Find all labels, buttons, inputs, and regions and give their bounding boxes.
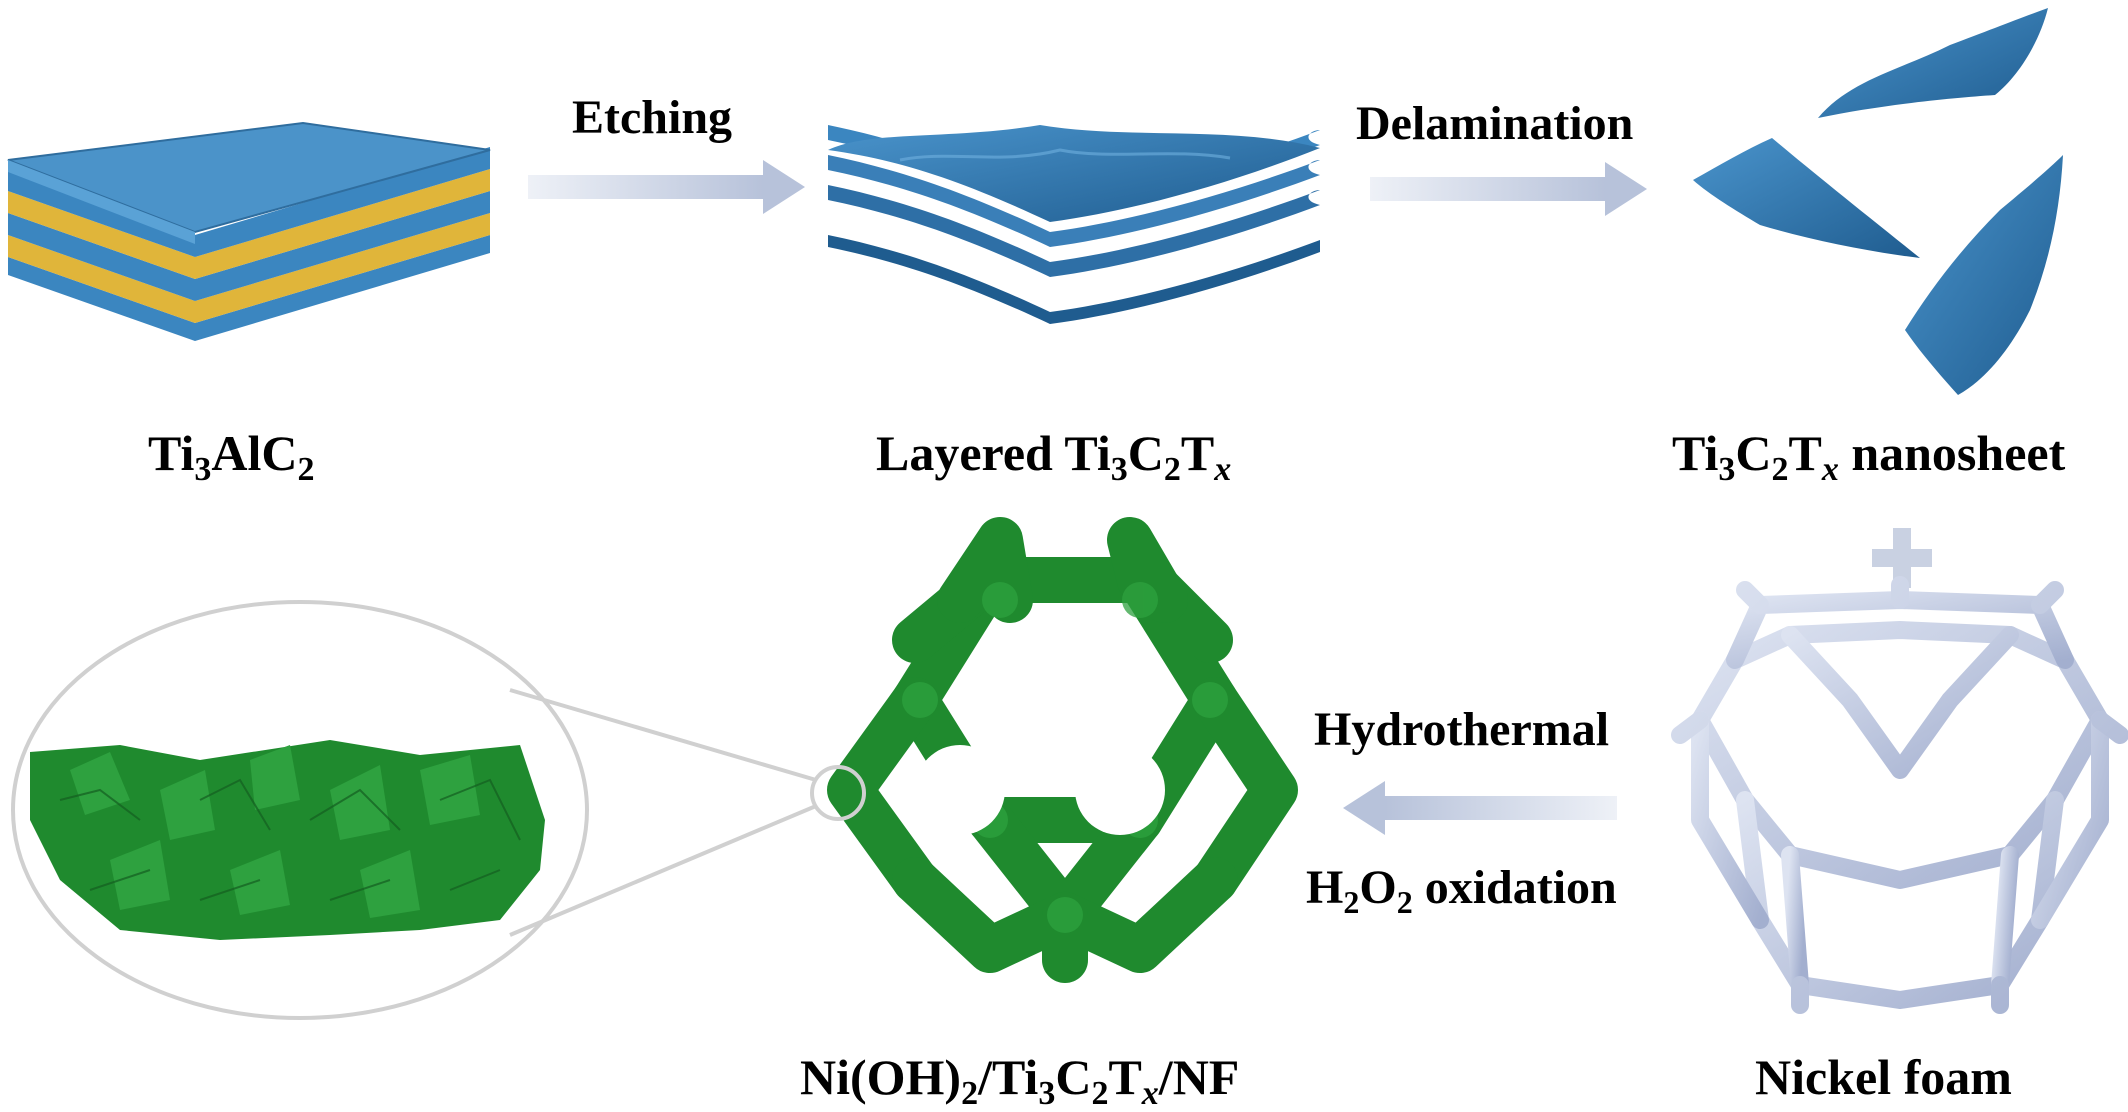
mxene-nanosheets	[1693, 8, 2063, 395]
layered-mxene-label: Layered Ti3C2Tx	[876, 425, 1232, 488]
max-phase-stack	[7, 121, 491, 341]
delamination-arrow	[1370, 162, 1647, 216]
oxidation-step-label: H2O2 oxidation	[1306, 861, 1617, 920]
etching-step-label: Etching	[572, 91, 733, 144]
max-phase-label: Ti3AlC2	[148, 425, 315, 488]
nickel-foam-label: Nickel foam	[1755, 1049, 2012, 1105]
etching-arrow	[528, 160, 805, 214]
layered-mxene	[828, 125, 1320, 324]
hydrothermal-step-label: Hydrothermal	[1314, 703, 1610, 756]
nickel-foam	[1671, 576, 2128, 1014]
nanosheet-label: Ti3C2Tx nanosheet	[1672, 425, 2066, 488]
hydrothermal-arrow	[1343, 781, 1617, 835]
magnifier	[11, 600, 866, 1020]
nickel-hydroxide-closeup	[30, 740, 545, 940]
composite-foam	[827, 517, 1298, 983]
composite-label: Ni(OH)2/Ti3C2Tx/NF	[800, 1049, 1240, 1112]
plus-icon	[1872, 528, 1932, 588]
delamination-step-label: Delamination	[1356, 97, 1634, 150]
